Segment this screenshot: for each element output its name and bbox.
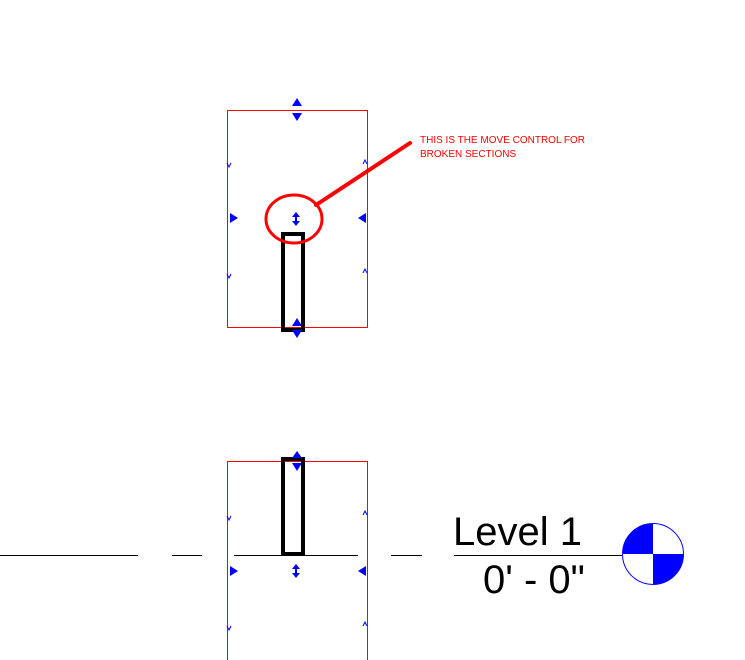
drag-handle-top-lower[interactable] [292, 451, 302, 471]
break-control-icons-upper[interactable] [226, 158, 368, 280]
level-elevation[interactable]: 0' - 0" [483, 558, 585, 602]
annotation-circle [264, 193, 324, 245]
move-control-icon-lower[interactable] [292, 564, 300, 578]
drag-handle-bottom-upper[interactable] [292, 318, 302, 338]
drag-handle-left-lower[interactable] [230, 566, 238, 576]
drag-handle-top-upper[interactable] [292, 98, 302, 121]
column-lower[interactable] [281, 457, 305, 556]
drag-handle-right-upper[interactable] [358, 213, 366, 223]
column-upper[interactable] [281, 232, 305, 332]
level-name[interactable]: Level 1 [453, 510, 582, 554]
move-control-icon-upper[interactable] [292, 212, 300, 226]
level-head-symbol-icon[interactable] [622, 523, 684, 585]
drag-handle-left-upper[interactable] [230, 213, 238, 223]
break-control-icons-lower[interactable] [226, 509, 368, 632]
annotation-leader [314, 141, 412, 207]
section-crop-box-lower[interactable] [227, 461, 368, 660]
annotation-text-line1: THIS IS THE MOVE CONTROL FOR [420, 135, 585, 146]
drag-handle-right-lower[interactable] [358, 566, 366, 576]
section-crop-box-upper[interactable] [227, 110, 368, 328]
annotation-text-line2: BROKEN SECTIONS [420, 149, 516, 160]
